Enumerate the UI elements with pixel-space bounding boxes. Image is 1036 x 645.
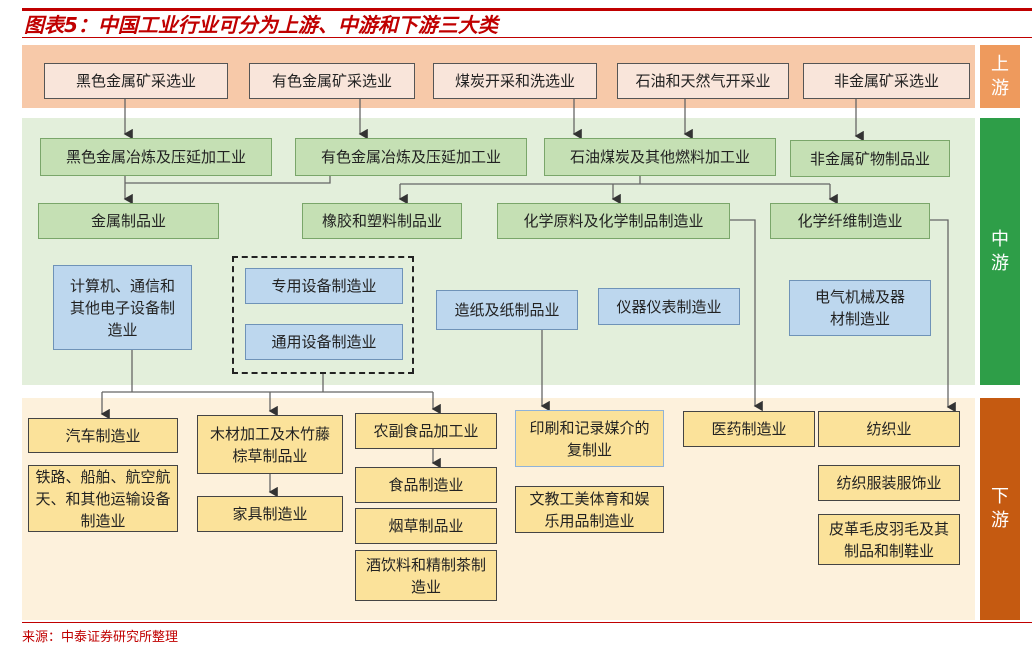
- midstream-box: 黑色金属冶炼及压延加工业: [40, 138, 272, 176]
- downstream-box: 汽车制造业: [28, 418, 178, 453]
- midstream-box: 专用设备制造业: [245, 268, 403, 304]
- midstream-box: 金属制品业: [38, 203, 219, 239]
- downstream-box: 烟草制品业: [355, 508, 497, 544]
- midstream-box: 石油煤炭及其他燃料加工业: [544, 138, 776, 176]
- downstream-box: 纺织服装服饰业: [818, 465, 960, 501]
- midstream-box: 有色金属冶炼及压延加工业: [295, 138, 527, 176]
- downstream-box: 农副食品加工业: [355, 413, 497, 449]
- downstream-box: 文教工美体育和娱乐用品制造业: [515, 486, 664, 533]
- downstream-box: 印刷和记录媒介的复制业: [515, 410, 664, 467]
- upstream-box: 非金属矿采选业: [803, 63, 970, 99]
- midstream-box: 通用设备制造业: [245, 324, 403, 360]
- downstream-box: 食品制造业: [355, 467, 497, 503]
- equipment-group: [232, 256, 414, 374]
- upstream-box: 石油和天然气开采业: [617, 63, 789, 99]
- midstream-box: 化学原料及化学制品制造业: [497, 203, 730, 239]
- downstream-box: 医药制造业: [683, 411, 815, 447]
- downstream-box: 家具制造业: [197, 496, 343, 532]
- upstream-box: 黑色金属矿采选业: [44, 63, 228, 99]
- midstream-label: 中 游: [980, 118, 1020, 385]
- upstream-label: 上 游: [980, 45, 1020, 108]
- midstream-box: 橡胶和塑料制品业: [302, 203, 462, 239]
- upstream-box: 有色金属矿采选业: [249, 63, 415, 99]
- midstream-box: 仪器仪表制造业: [598, 288, 740, 325]
- downstream-box: 纺织业: [818, 411, 960, 447]
- midstream-box: 非金属矿物制品业: [790, 140, 950, 177]
- midstream-box: 计算机、通信和其他电子设备制造业: [53, 265, 192, 350]
- upstream-box: 煤炭开采和洗选业: [433, 63, 597, 99]
- midstream-box: 电气机械及器材制造业: [789, 280, 931, 336]
- downstream-box: 木材加工及木竹藤棕草制品业: [197, 415, 343, 474]
- downstream-box: 皮革毛皮羽毛及其制品和制鞋业: [818, 514, 960, 565]
- downstream-box: 酒饮料和精制茶制造业: [355, 550, 497, 601]
- downstream-band: [22, 398, 975, 620]
- downstream-box: 铁路、船舶、航空航天、和其他运输设备制造业: [28, 465, 178, 532]
- midstream-box: 造纸及纸制品业: [436, 290, 578, 330]
- downstream-label: 下 游: [980, 398, 1020, 620]
- figure-title: 图表5：中国工业行业可分为上游、中游和下游三大类: [22, 8, 1032, 38]
- midstream-box: 化学纤维制造业: [770, 203, 930, 239]
- source-note: 来源：中泰证券研究所整理: [22, 622, 1032, 645]
